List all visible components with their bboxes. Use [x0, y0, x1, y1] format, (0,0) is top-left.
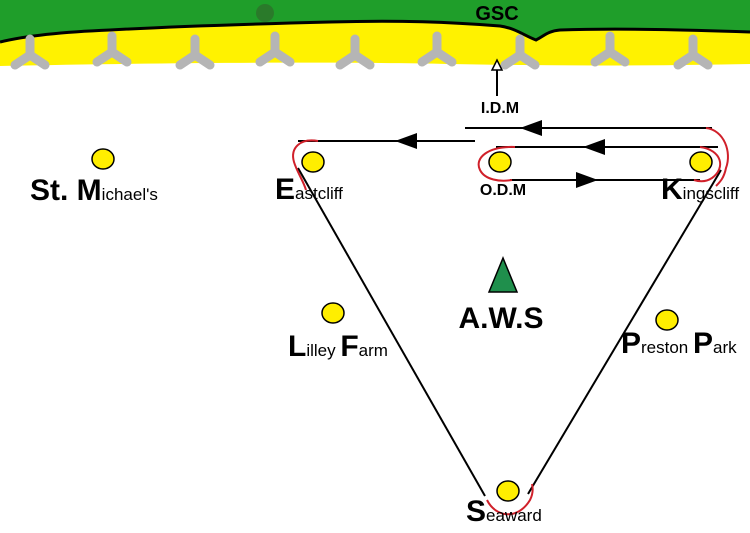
groyne-icon	[92, 31, 132, 67]
course-legs	[297, 127, 722, 497]
groyne-icon	[417, 31, 457, 67]
mark-label-eastcliff: Eastcliff	[275, 173, 343, 206]
rounding-arc-seaward	[486, 483, 534, 516]
shore-edge	[0, 19, 750, 44]
groyne-icon	[335, 34, 375, 70]
groyne-icon	[175, 34, 215, 70]
leg-eastcliff-seaward	[297, 167, 486, 497]
groyne-row	[10, 31, 713, 70]
mark-label-odm: O.D.M	[480, 182, 526, 199]
groyne-icon	[10, 34, 50, 70]
arrow-left-icon	[395, 133, 417, 149]
groyne-icon	[673, 34, 713, 70]
buoy-seaward	[496, 480, 520, 502]
leg-seaward-kingscliff	[527, 169, 722, 495]
course-arrows	[395, 120, 605, 188]
buoys	[91, 148, 713, 502]
aws-label: A.W.S	[458, 302, 543, 335]
arrow-left-icon	[520, 120, 542, 136]
idm-label: I.D.M	[481, 100, 519, 117]
arrow-up-icon	[490, 58, 504, 71]
rounding-arc-eastcliff	[292, 139, 319, 191]
buoy-preston-park	[655, 309, 679, 331]
groyne-icon	[590, 31, 630, 67]
mark-label-stmichaels: St. Michael's	[30, 174, 158, 207]
buoy-eastcliff	[301, 151, 325, 173]
aws-triangle-icon	[487, 256, 519, 293]
mark-label-lilley-farm: Lilley Farm	[288, 330, 388, 363]
arrow-left-icon	[583, 139, 605, 155]
rounding-arc-kingscliff-inner	[693, 146, 722, 183]
arrow-right-icon	[576, 172, 598, 188]
buoy-odm	[488, 151, 512, 173]
mark-label-preston-park: Preston Park	[621, 327, 737, 360]
rounding-arc-kingscliff	[705, 127, 729, 187]
tree-icon	[256, 4, 274, 22]
buoy-kingscliff	[689, 151, 713, 173]
shoreline: GSC	[0, 0, 750, 70]
mark-label-kingscliff: Kingscliff	[661, 173, 739, 206]
rounding-arc-odm	[477, 145, 516, 182]
shore-label: GSC	[475, 3, 518, 25]
buoy-lilley-farm	[321, 302, 345, 324]
buoy-stmichaels	[91, 148, 115, 170]
idm-marker: I.D.M	[481, 58, 519, 117]
groyne-icon	[500, 34, 540, 70]
groyne-icon	[255, 31, 295, 67]
rounding-arcs	[292, 127, 729, 516]
mark-label-seaward: Seaward	[466, 495, 542, 528]
